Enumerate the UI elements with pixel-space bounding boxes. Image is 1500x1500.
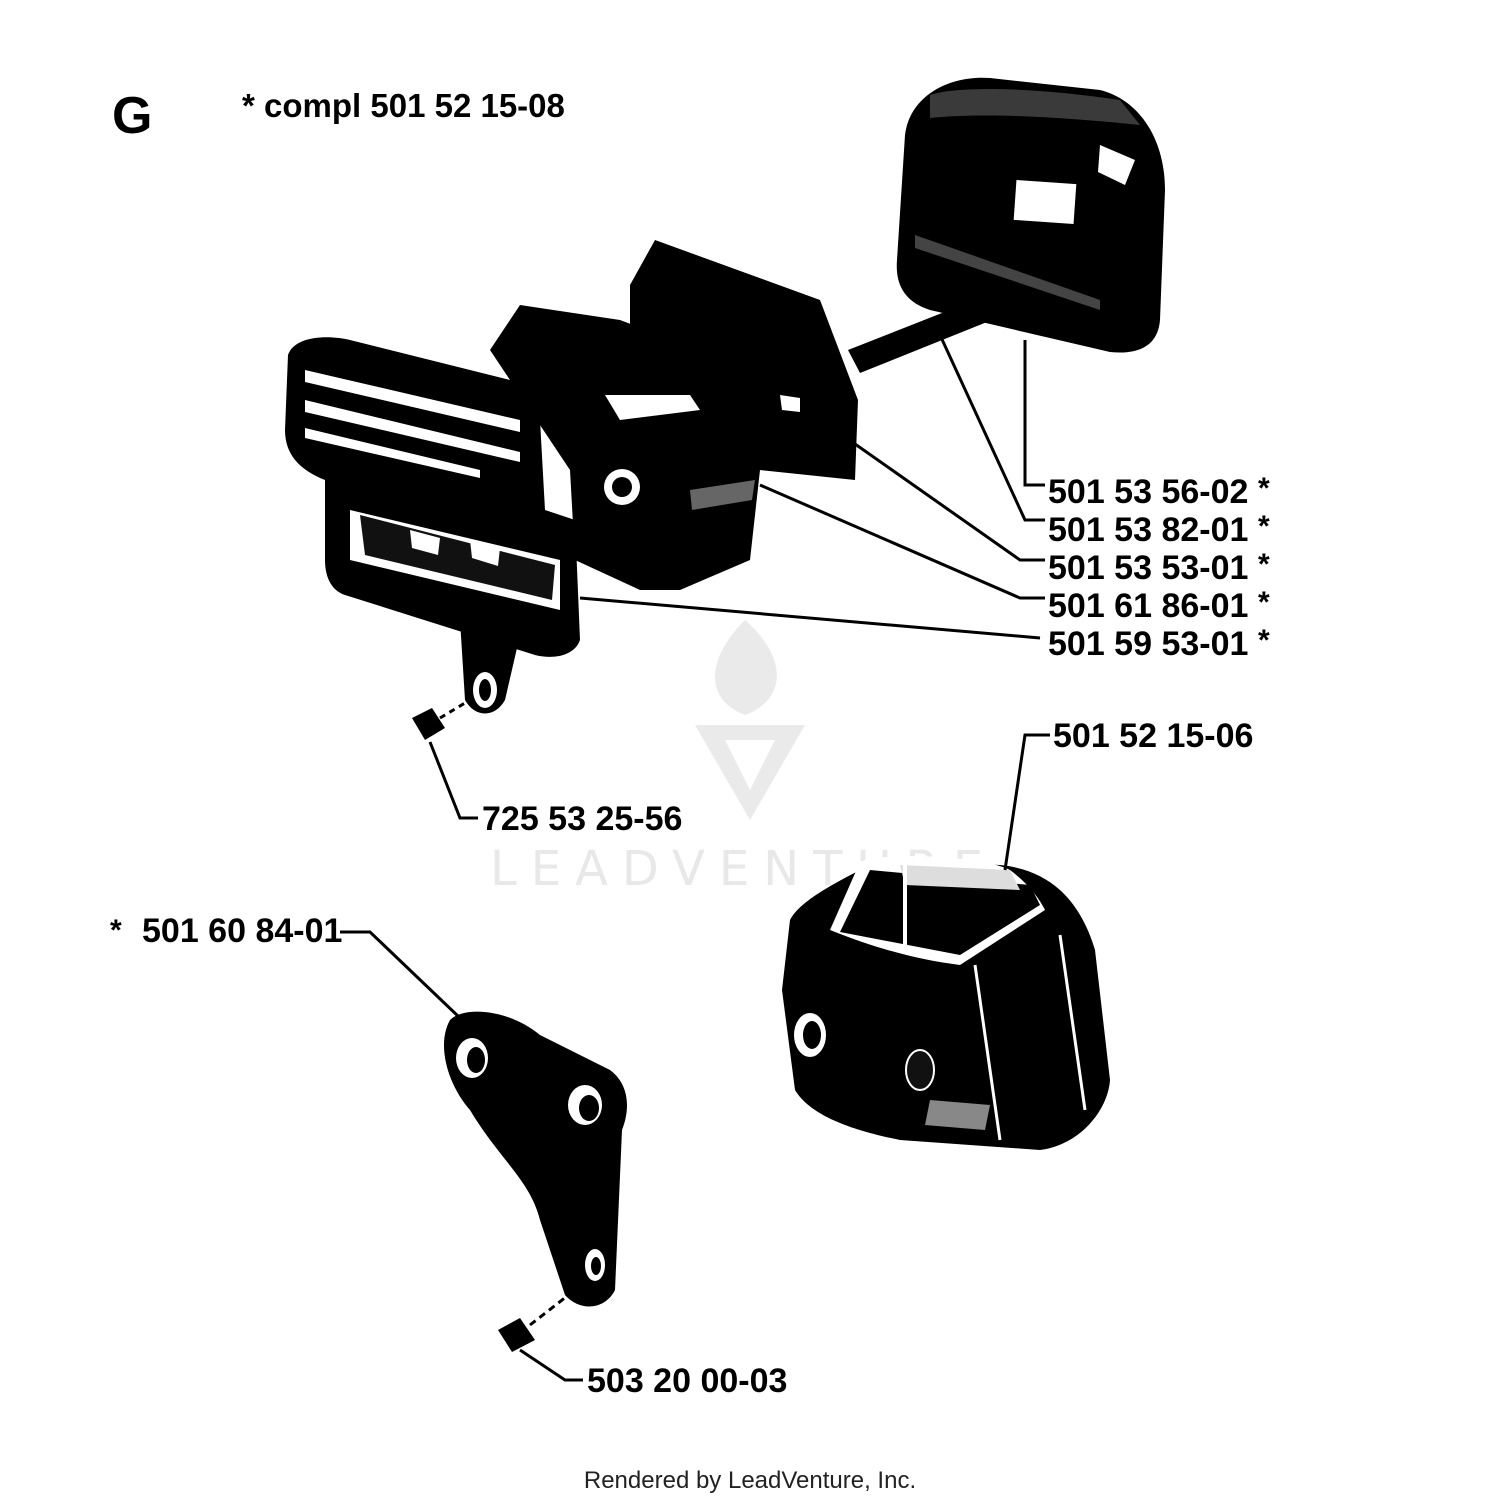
part-number: 501 61 86-01: [1048, 587, 1248, 625]
footer-credit: Rendered by LeadVenture, Inc.: [584, 1467, 916, 1494]
callout-p4: 501 61 86-01 *: [1048, 586, 1270, 625]
callout-p3: 501 53 53-01 *: [1048, 548, 1270, 587]
callout-p9: 503 20 00-03: [587, 1362, 787, 1400]
part-number: 501 53 82-01: [1048, 511, 1248, 549]
callout-p2: 501 53 82-01 *: [1048, 510, 1270, 549]
callout-p5: 501 59 53-01 *: [1048, 624, 1270, 663]
section-letter: G: [112, 87, 152, 145]
assembly-note: * compl 501 52 15-08: [242, 87, 565, 124]
leader-p7: [428, 741, 478, 820]
leader-p1: [1023, 340, 1045, 487]
callout-p6: 501 52 15-06: [1053, 717, 1253, 755]
leader-p8: [340, 930, 462, 1020]
leader-p6: [1003, 733, 1050, 871]
screw-503: [498, 1288, 576, 1352]
star-mark: *: [110, 914, 122, 947]
leader-p9: [519, 1348, 583, 1382]
mount-bracket: [443, 1011, 627, 1307]
watermark: LEADVENTURE: [490, 620, 983, 897]
leader-p3: [827, 423, 1045, 562]
part-number: 501 59 53-01: [1048, 625, 1248, 663]
star-mark: *: [1258, 624, 1270, 657]
part-number: 503 20 00-03: [587, 1362, 787, 1400]
leader-p5: [579, 596, 1041, 640]
flame-icon: [715, 620, 777, 715]
star-mark: *: [1258, 472, 1270, 505]
star-mark: *: [1258, 586, 1270, 619]
v-logo-icon: [695, 725, 805, 820]
leader-lines: [340, 334, 1050, 1382]
star-mark: *: [1258, 510, 1270, 543]
screw-725: [412, 698, 471, 740]
filter-stem: [848, 298, 992, 373]
leader-p4: [759, 483, 1045, 600]
part-number: 501 53 53-01: [1048, 549, 1248, 587]
air-filter-pad: [896, 77, 1165, 353]
leader-p2: [938, 334, 1045, 522]
callout-p1: 501 53 56-02 *: [1048, 472, 1270, 511]
callout-p7: 725 53 25-56: [482, 800, 682, 838]
part-number: 725 53 25-56: [482, 800, 682, 838]
filter-holder: [285, 240, 858, 714]
part-number: 501 53 56-02: [1048, 473, 1248, 511]
callout-p8: * 501 60 84-01: [110, 912, 342, 950]
filter-cover: [782, 856, 1110, 1150]
part-number: 501 60 84-01: [142, 912, 342, 950]
part-number: 501 52 15-06: [1053, 717, 1253, 755]
star-mark: *: [1258, 548, 1270, 581]
